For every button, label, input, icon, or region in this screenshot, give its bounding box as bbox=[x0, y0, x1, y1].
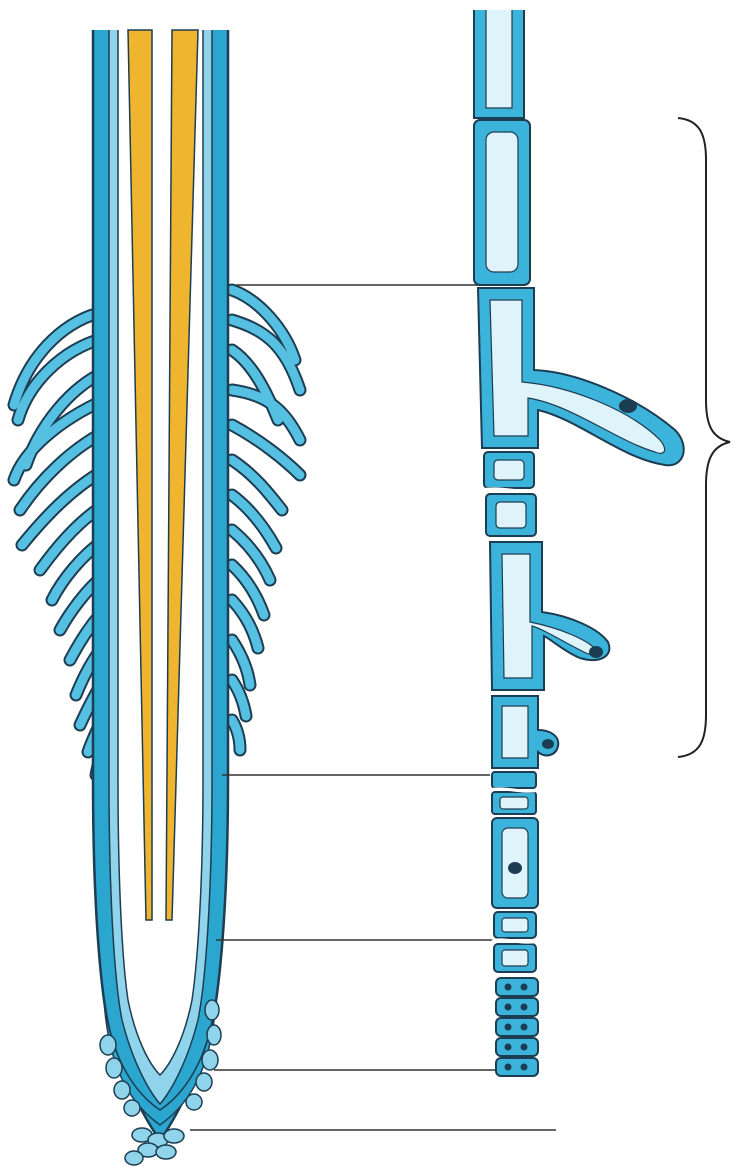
cell-stack-bottom bbox=[496, 978, 538, 1076]
cell-meristem-1 bbox=[492, 772, 536, 788]
nucleus-2 bbox=[590, 647, 602, 657]
root-hair-zone-brace bbox=[678, 118, 730, 757]
root-section bbox=[14, 30, 300, 1165]
nucleus-1 bbox=[620, 400, 636, 412]
nucleus-3 bbox=[543, 740, 553, 748]
cell-file bbox=[474, 10, 684, 1076]
nucleus-4 bbox=[509, 863, 521, 873]
